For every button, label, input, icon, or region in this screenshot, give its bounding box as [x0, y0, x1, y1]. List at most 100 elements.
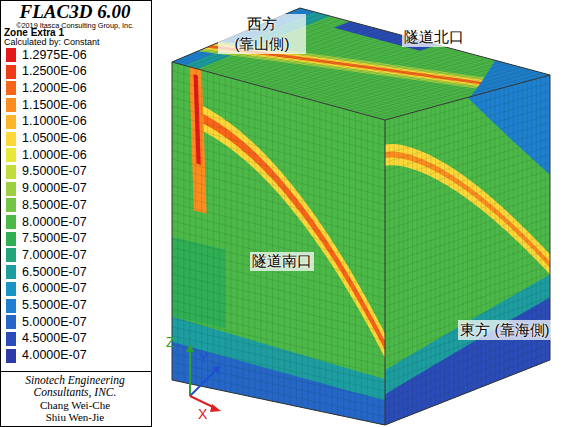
cube-edge [172, 62, 385, 120]
mesh-line [385, 218, 550, 273]
mesh-line [355, 112, 356, 419]
mesh-line [325, 104, 326, 413]
mesh-line [193, 53, 412, 113]
mesh-line [186, 56, 403, 115]
x-arrowhead [210, 404, 221, 412]
mesh-line [545, 76, 546, 362]
legend-swatch [6, 115, 16, 129]
plot-title: FLAC3D 6.00 [0, 1, 150, 23]
legend-swatch [6, 232, 16, 246]
mesh-line [361, 114, 362, 420]
company-name: Sinotech Engineering Consultants, INC. [0, 374, 150, 398]
legend-swatch [6, 215, 16, 229]
mesh-line [172, 327, 385, 374]
cube-edge [385, 120, 386, 425]
mesh-line [337, 107, 338, 415]
legend-heading: Zone Extra 1 [4, 27, 64, 38]
legend-value: 4.5000E-07 [22, 331, 87, 346]
legend-value: 6.0000E-07 [22, 281, 87, 296]
mesh-line [284, 93, 285, 404]
legend-swatch [6, 265, 16, 279]
mesh-line [344, 62, 502, 109]
mesh-line [385, 257, 550, 315]
legend-value: 1.2000E-06 [22, 81, 87, 96]
mesh-line [172, 230, 385, 281]
mesh-line [204, 49, 426, 109]
mesh-line [290, 94, 291, 405]
contour-band [172, 62, 385, 425]
cube-edge [385, 75, 550, 120]
mesh-line [319, 102, 320, 411]
author-name: Chang Wei-Che [0, 399, 150, 411]
cube-edge [300, 8, 550, 75]
legend-value: 1.1000E-06 [22, 114, 87, 129]
mesh-line [385, 344, 550, 408]
contour-band [194, 74, 201, 165]
legend-swatch [6, 248, 16, 262]
z-arrowhead [186, 344, 194, 352]
mesh-line [331, 106, 332, 414]
mesh-line [172, 221, 385, 273]
legend-panel [0, 0, 152, 427]
legend-swatch [6, 65, 16, 79]
mesh-line [172, 292, 385, 341]
legend-value: 1.2500E-06 [22, 64, 87, 79]
mesh-line [184, 12, 314, 66]
legend-value: 1.2975E-06 [22, 48, 87, 63]
mesh-line [485, 93, 486, 386]
mesh-line [211, 46, 435, 107]
legend-swatch [6, 48, 16, 62]
legend-value: 5.0000E-07 [22, 315, 87, 330]
model-cube [172, 8, 550, 425]
mesh-line [385, 225, 550, 281]
direction-label: 西方 (靠山側) [218, 14, 306, 54]
contour-band [189, 67, 207, 214]
portal-label: 隧道北口 [402, 28, 466, 47]
legend-swatch [6, 182, 16, 196]
mesh-line [172, 301, 385, 349]
mesh-line [179, 59, 394, 118]
mesh-line [367, 115, 368, 421]
mesh-line [338, 60, 495, 107]
legend-value: 8.0000E-07 [22, 215, 87, 230]
mesh-line [361, 68, 522, 114]
mesh-line [350, 64, 509, 111]
legend-value: 8.5000E-07 [22, 198, 87, 213]
legend-value: 9.0000E-07 [22, 181, 87, 196]
mesh-line [373, 117, 374, 423]
mesh-line [343, 109, 344, 417]
axis-label: Y [199, 350, 208, 366]
contour-band [385, 75, 550, 425]
axis-triad [186, 344, 221, 412]
mesh-line [197, 52, 417, 112]
portal-label: 隧道南口 [250, 252, 314, 271]
mesh-line [385, 352, 550, 416]
axis-label: X [198, 406, 207, 422]
mesh-line [472, 96, 473, 390]
y-arrowhead [212, 365, 221, 374]
legend-subheading: Calculated by: Constant [4, 37, 100, 47]
mesh-line [349, 110, 350, 417]
mesh-line [355, 66, 515, 112]
legend-swatch [6, 81, 16, 95]
mesh-line [379, 73, 543, 118]
legend-value: 9.5000E-07 [22, 164, 87, 179]
legend-value: 7.5000E-07 [22, 231, 87, 246]
mesh-line [190, 55, 408, 114]
mesh-line [190, 14, 321, 67]
mesh-line [373, 71, 536, 117]
legend-value: 4.0000E-07 [22, 348, 87, 363]
mesh-line [476, 95, 477, 389]
mesh-line [385, 233, 550, 289]
legend-swatch [6, 332, 16, 346]
mesh-line [481, 94, 482, 387]
legend-swatch [6, 148, 16, 162]
mesh-line [293, 11, 541, 78]
cube-edge [172, 380, 385, 425]
z-axis [189, 350, 191, 396]
legend-value: 7.0000E-07 [22, 248, 87, 263]
mesh-line [385, 265, 550, 323]
legend-swatch [6, 165, 16, 179]
axis-label: Z [166, 334, 175, 350]
